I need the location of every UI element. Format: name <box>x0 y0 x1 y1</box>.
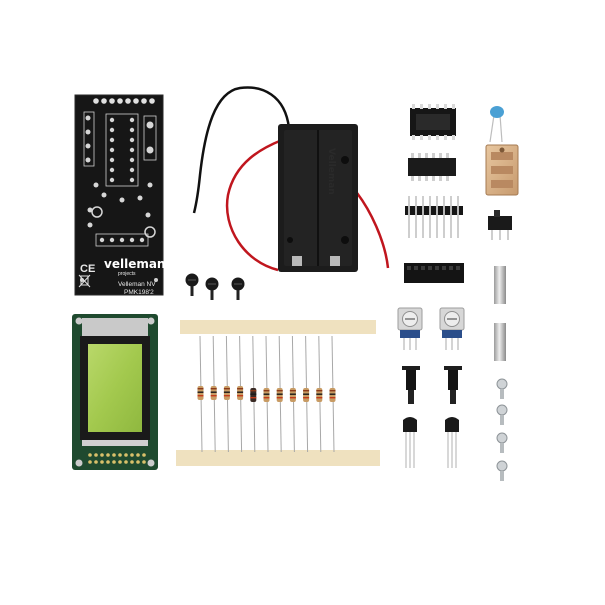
screw <box>496 404 508 425</box>
resistor <box>329 335 336 453</box>
screw <box>205 277 219 300</box>
weee-bin-icon <box>78 274 91 288</box>
ceramic-capacitor <box>489 106 504 143</box>
potentiometer <box>397 307 423 350</box>
resistor <box>263 335 270 453</box>
transistor <box>403 417 417 468</box>
svg-text:CE: CE <box>80 263 95 275</box>
pcb-brand: velleman <box>104 257 165 271</box>
potentiometer <box>439 307 465 350</box>
pcb-pads <box>85 115 156 243</box>
resistor <box>303 335 310 453</box>
pcb-brand-sub: projects <box>118 271 136 277</box>
resistor <box>197 335 204 453</box>
screw <box>185 273 199 296</box>
spacer <box>494 323 506 361</box>
ce-mark: CE <box>80 263 95 275</box>
resistor <box>289 335 296 453</box>
resistor <box>223 335 230 453</box>
black-wire <box>192 86 291 214</box>
lcd-module <box>72 314 158 470</box>
resistor <box>276 335 283 453</box>
pcb-header-pads <box>93 98 155 104</box>
female-pin-header <box>404 263 464 283</box>
standoff <box>402 366 420 404</box>
spacer <box>494 266 506 304</box>
red-wire <box>225 138 283 272</box>
slide-switch <box>488 210 512 240</box>
resistor-strip <box>176 320 380 466</box>
ic-socket <box>410 104 456 140</box>
screw <box>496 378 508 399</box>
resistor <box>210 335 217 453</box>
pcb-silkscreen <box>83 111 157 247</box>
screw <box>496 460 508 481</box>
transistor <box>445 417 459 468</box>
battery-holder: Velleman <box>192 86 390 272</box>
screw <box>496 432 508 453</box>
pcb-board: CE velleman projects Velleman NV PMK198'… <box>74 94 165 296</box>
heatsink-regulator <box>485 144 519 196</box>
plastic-standoffs <box>402 366 462 404</box>
lcd-pin-pads <box>88 453 146 464</box>
resistor <box>316 335 323 453</box>
male-pin-header <box>405 196 463 238</box>
metal-spacers <box>494 266 506 361</box>
pcb-screws <box>185 273 245 300</box>
metal-screws <box>496 378 508 481</box>
resistor <box>250 335 257 453</box>
screw <box>231 277 245 300</box>
ic-chip <box>408 153 456 181</box>
pcb-model: PMK198'2 <box>124 289 154 296</box>
resistor <box>237 335 244 453</box>
standoff <box>444 366 462 404</box>
pcb-company: Velleman NV <box>118 281 156 288</box>
battery-holder-label: Velleman <box>326 148 336 195</box>
